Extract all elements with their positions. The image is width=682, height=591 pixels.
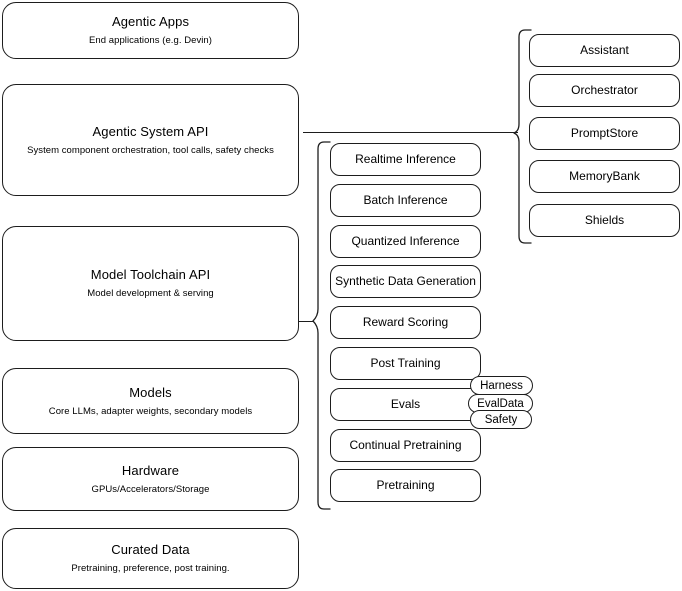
capability-batch-inference[interactable]: Batch Inference	[330, 184, 481, 217]
layer-title: Models	[129, 384, 172, 400]
capability-realtime-inference[interactable]: Realtime Inference	[330, 143, 481, 176]
component-label: Orchestrator	[571, 83, 638, 97]
pill-label: EvalData	[477, 397, 524, 410]
capability-continual-pretraining[interactable]: Continual Pretraining	[330, 429, 481, 462]
capability-quantized-inference[interactable]: Quantized Inference	[330, 225, 481, 258]
layer-hardware[interactable]: Hardware GPUs/Accelerators/Storage	[2, 447, 299, 511]
system-component-assistant[interactable]: Assistant	[529, 34, 680, 67]
capability-label: Evals	[390, 397, 421, 411]
layer-title: Agentic Apps	[111, 14, 190, 29]
layer-curated-data[interactable]: Curated Data Pretraining, preference, po…	[2, 528, 299, 589]
layer-model-toolchain-api[interactable]: Model Toolchain API Model development & …	[2, 226, 299, 341]
capability-label: Realtime Inference	[355, 152, 456, 166]
layer-subtitle: Model development & serving	[87, 288, 214, 299]
capability-label: Synthetic Data Generation	[335, 274, 476, 288]
layer-title: Curated Data	[111, 542, 190, 557]
system-components-brace	[513, 29, 532, 244]
capability-label: Pretraining	[376, 478, 435, 492]
layer-subtitle: System component orchestration, tool cal…	[27, 144, 274, 156]
layer-title: Hardware	[121, 462, 180, 478]
system-component-shields[interactable]: Shields	[529, 204, 680, 237]
connector-system-api-to-components	[303, 132, 518, 134]
layer-agentic-system-api[interactable]: Agentic System API System component orch…	[2, 84, 299, 196]
capability-label: Post Training	[370, 356, 441, 370]
system-component-promptstore[interactable]: PromptStore	[529, 117, 680, 150]
component-label: Assistant	[580, 43, 629, 57]
pill-label: Safety	[484, 413, 518, 426]
system-component-memorybank[interactable]: MemoryBank	[529, 160, 680, 193]
layer-agentic-apps[interactable]: Agentic Apps End applications (e.g. Devi…	[2, 2, 299, 59]
layer-subtitle: Core LLMs, adapter weights, secondary mo…	[48, 405, 253, 417]
layer-models[interactable]: Models Core LLMs, adapter weights, secon…	[2, 368, 299, 434]
layer-title: Model Toolchain API	[90, 267, 211, 282]
layer-title: Agentic System API	[92, 123, 209, 139]
layer-subtitle: End applications (e.g. Devin)	[89, 35, 212, 46]
capabilities-brace	[312, 141, 331, 510]
capability-post-training[interactable]: Post Training	[330, 347, 481, 380]
capability-label: Continual Pretraining	[349, 438, 462, 452]
layer-subtitle: Pretraining, preference, post training.	[71, 563, 230, 574]
system-component-orchestrator[interactable]: Orchestrator	[529, 74, 680, 107]
capability-synthetic-data-generation[interactable]: Synthetic Data Generation	[330, 265, 481, 298]
capability-label: Reward Scoring	[362, 315, 449, 329]
capability-label: Batch Inference	[363, 193, 448, 207]
capability-label: Quantized Inference	[351, 234, 460, 248]
capability-pretraining[interactable]: Pretraining	[330, 469, 481, 502]
component-label: Shields	[584, 213, 625, 227]
component-label: MemoryBank	[569, 169, 640, 183]
capability-evals[interactable]: Evals	[330, 388, 481, 421]
layer-subtitle: GPUs/Accelerators/Storage	[91, 483, 210, 495]
component-label: PromptStore	[570, 126, 639, 140]
evals-subcomponent-harness[interactable]: Harness	[470, 376, 533, 395]
connector-toolchain-to-capabilities	[299, 321, 314, 323]
evals-subcomponent-evaldata[interactable]: EvalData	[468, 394, 533, 413]
capability-reward-scoring[interactable]: Reward Scoring	[330, 306, 481, 339]
pill-label: Harness	[480, 379, 523, 392]
evals-subcomponent-safety[interactable]: Safety	[470, 410, 532, 429]
